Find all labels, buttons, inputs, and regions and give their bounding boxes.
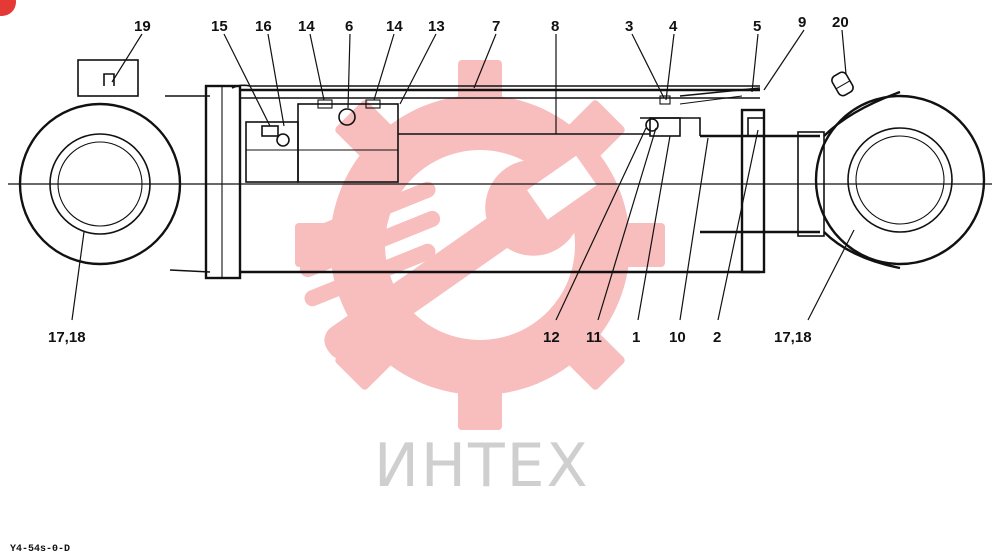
label-19: 19	[134, 18, 151, 35]
label-15: 15	[211, 18, 228, 35]
right-eye	[814, 71, 986, 270]
label-7: 7	[492, 18, 500, 35]
label-14-right: 14	[386, 18, 403, 35]
label-6: 6	[345, 18, 353, 35]
left-eye	[18, 59, 211, 273]
label-9: 9	[798, 14, 806, 31]
label-4: 4	[669, 18, 678, 35]
label-8: 8	[551, 18, 559, 35]
label-14-left: 14	[298, 18, 315, 35]
label-10: 10	[669, 329, 686, 346]
label-3: 3	[625, 18, 633, 35]
corner-badge-icon	[0, 0, 16, 16]
watermark-text: ИНТЕХ	[374, 431, 590, 501]
label-11: 11	[586, 329, 602, 346]
cylinder-body	[204, 84, 766, 280]
label-16: 16	[255, 18, 272, 35]
rod	[640, 87, 825, 237]
label-2: 2	[713, 329, 721, 346]
drawing-code: Y4-54s-0-D	[10, 544, 70, 555]
label-20: 20	[832, 14, 849, 31]
label-1: 1	[632, 329, 640, 346]
label-5: 5	[753, 18, 761, 35]
watermark-logo	[295, 60, 665, 430]
part-labels: 19 15 16 14 6 14 13 7 8 3 4 5 9 20 17,18…	[48, 14, 849, 346]
label-12: 12	[543, 329, 560, 346]
label-17-18-right: 17,18	[774, 329, 812, 346]
leader-lines	[71, 29, 855, 321]
label-17-18-left: 17,18	[48, 329, 86, 346]
label-13: 13	[428, 18, 445, 35]
